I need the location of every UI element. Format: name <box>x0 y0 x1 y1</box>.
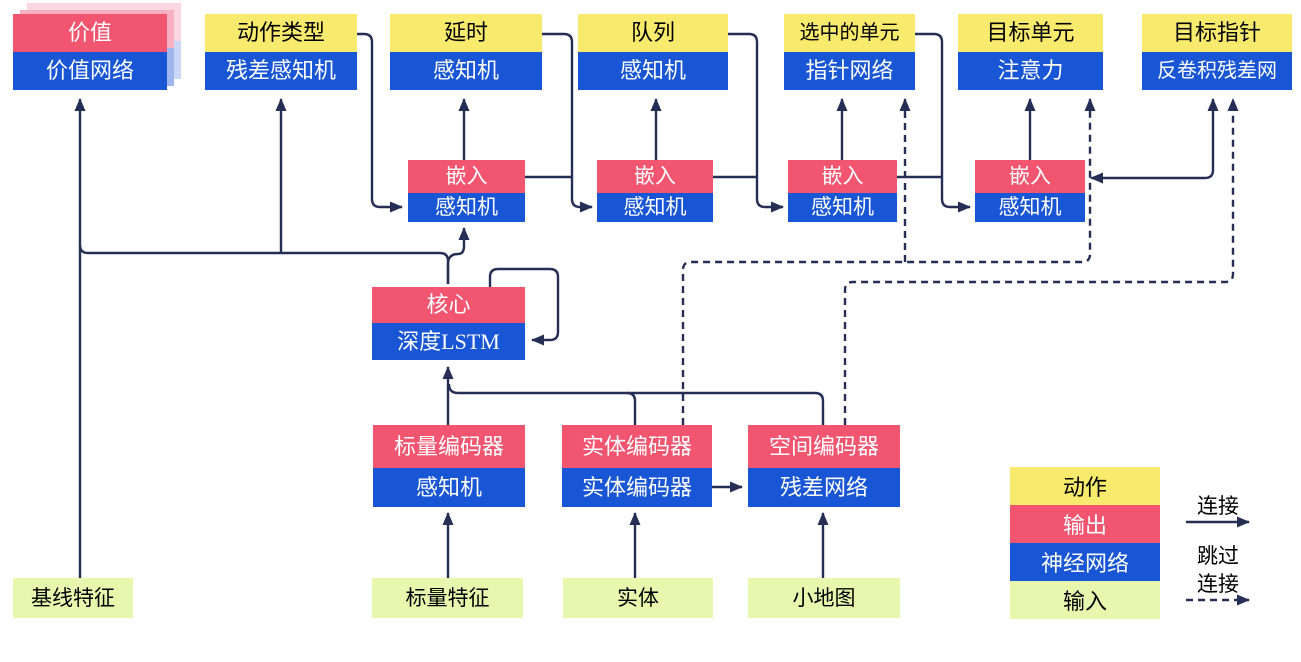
encoder-scalar-label: 标量编码器 <box>373 425 525 468</box>
head-target-unit-network: 注意力 <box>958 52 1103 90</box>
legend: 动作 输出 神经网络 输入 <box>1010 467 1160 619</box>
core-network: 深度LSTM <box>372 323 525 360</box>
embedding-1-network: 感知机 <box>408 193 525 222</box>
legend-input: 输入 <box>1010 581 1160 619</box>
head-target-point: 目标指针 反卷积残差网 <box>1142 14 1292 90</box>
encoder-entity: 实体编码器 实体编码器 <box>562 425 712 507</box>
legend-network: 神经网络 <box>1010 543 1160 581</box>
head-value: 价值 价值网络 <box>13 14 167 90</box>
core-label: 核心 <box>372 287 525 323</box>
embedding-1: 嵌入 感知机 <box>408 160 525 222</box>
head-delay-network: 感知机 <box>390 52 542 90</box>
head-selected-units-label: 选中的单元 <box>784 14 915 52</box>
head-value-label: 价值 <box>13 14 167 52</box>
head-target-unit: 目标单元 注意力 <box>958 14 1103 90</box>
conn-selectedunits-to-embedding4 <box>915 32 971 213</box>
conn-entityencoder-collector <box>626 391 637 425</box>
head-delay-label: 延时 <box>390 14 542 52</box>
embedding-3-network: 感知机 <box>788 193 897 222</box>
legend-solid-arrow-label: 连接 <box>1197 494 1239 518</box>
head-action-type: 动作类型 残差感知机 <box>205 14 357 90</box>
encoder-entity-network: 实体编码器 <box>562 468 712 507</box>
encoder-spatial-label: 空间编码器 <box>748 425 900 468</box>
conn-spatialencoder-collector <box>447 383 825 425</box>
embedding-2: 嵌入 感知机 <box>597 160 713 222</box>
input-minimap: 小地图 <box>748 578 900 618</box>
skip-entity-to-pointer-attention <box>681 98 1096 425</box>
head-target-unit-label: 目标单元 <box>958 14 1103 52</box>
head-queue-network: 感知机 <box>578 52 728 90</box>
head-target-point-network: 反卷积残差网 <box>1142 52 1292 90</box>
input-entities: 实体 <box>563 578 713 618</box>
head-action-type-label: 动作类型 <box>205 14 357 52</box>
head-selected-units: 选中的单元 指针网络 <box>784 14 915 90</box>
input-scalar-features: 标量特征 <box>372 578 523 618</box>
legend-action: 动作 <box>1010 467 1160 505</box>
conn-delay-to-embedding2 <box>542 32 593 213</box>
conn-core-self-loop <box>488 267 560 346</box>
head-action-type-network: 残差感知机 <box>205 52 357 90</box>
core-lstm: 核心 深度LSTM <box>372 287 525 360</box>
input-baseline-features: 基线特征 <box>13 578 133 618</box>
encoder-scalar-network: 感知机 <box>373 468 525 507</box>
skip-spatial-to-targetpoint <box>843 98 1239 425</box>
encoder-scalar: 标量编码器 感知机 <box>373 425 525 507</box>
head-delay: 延时 感知机 <box>390 14 542 90</box>
embedding-1-label: 嵌入 <box>408 160 525 193</box>
head-queue: 队列 感知机 <box>578 14 728 90</box>
conn-embedding4-to-targetpoint <box>1096 98 1219 180</box>
legend-dashed-arrow-label-2: 连接 <box>1197 572 1239 596</box>
conn-core-output-left <box>78 244 450 284</box>
embedding-3-label: 嵌入 <box>788 160 897 193</box>
head-target-point-label: 目标指针 <box>1142 14 1292 52</box>
encoder-spatial-network: 残差网络 <box>748 468 900 507</box>
embedding-4-label: 嵌入 <box>975 160 1085 193</box>
embedding-2-network: 感知机 <box>597 193 713 222</box>
encoder-entity-label: 实体编码器 <box>562 425 712 468</box>
legend-output: 输出 <box>1010 505 1160 543</box>
conn-actiontype-to-embedding1 <box>357 32 403 213</box>
embedding-2-label: 嵌入 <box>597 160 713 193</box>
embedding-4-network: 感知机 <box>975 193 1085 222</box>
encoder-spatial: 空间编码器 残差网络 <box>748 425 900 507</box>
conn-queue-to-embedding3 <box>728 32 784 213</box>
head-value-network: 价值网络 <box>13 52 167 90</box>
embedding-3: 嵌入 感知机 <box>788 160 897 222</box>
embedding-4: 嵌入 感知机 <box>975 160 1085 222</box>
head-queue-label: 队列 <box>578 14 728 52</box>
conn-core-to-embedding1 <box>446 227 470 284</box>
head-selected-units-network: 指针网络 <box>784 52 915 90</box>
legend-dashed-arrow-label-1: 跳过 <box>1197 544 1239 568</box>
